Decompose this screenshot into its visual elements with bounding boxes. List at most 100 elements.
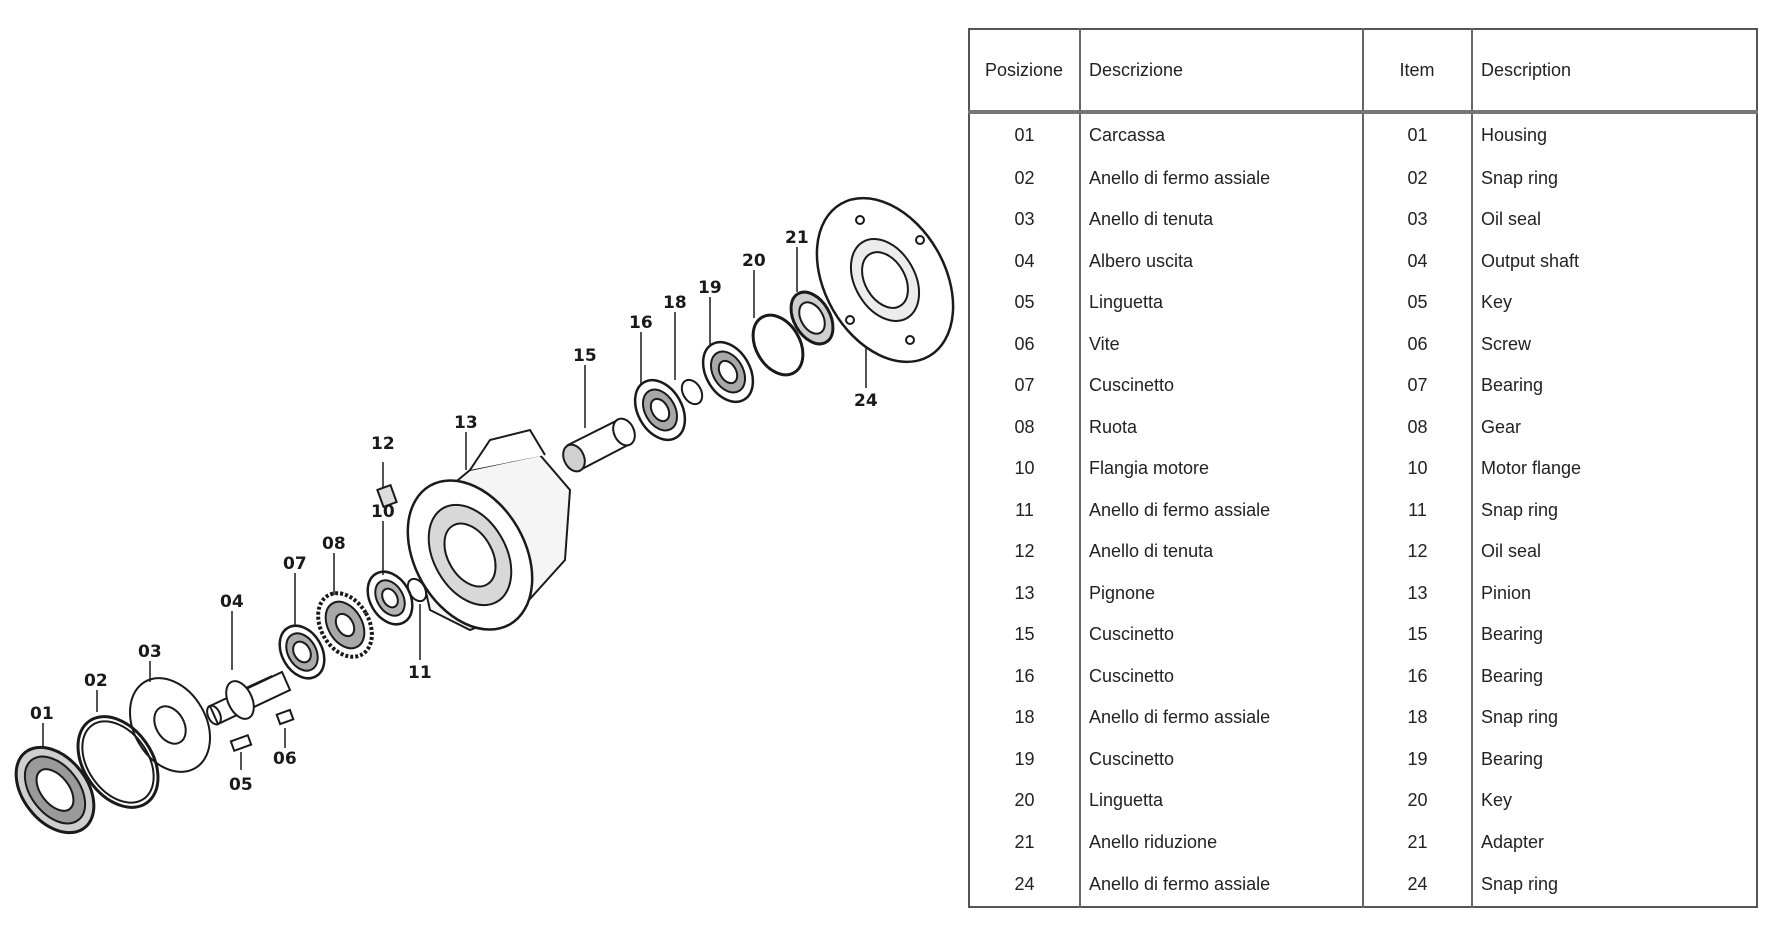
- cell-description: Bearing: [1481, 665, 1544, 686]
- cell-posizione: 20: [969, 780, 1081, 822]
- cell-description: Bearing: [1481, 624, 1544, 645]
- part-15-bearing: [633, 378, 687, 442]
- cell-descrizione: Anello di tenuta: [1080, 531, 1364, 573]
- cell-item: 20: [1363, 780, 1473, 822]
- label-18: 11: [408, 663, 432, 683]
- label-01: 13: [454, 413, 478, 433]
- cell-item: 16: [1363, 655, 1473, 698]
- cell-posizione: 03: [969, 199, 1081, 241]
- cell-description: Bearing: [1481, 375, 1544, 396]
- label-05: 05: [229, 775, 253, 795]
- cell-description: Gear: [1481, 416, 1522, 437]
- cell-description: Adapter: [1481, 831, 1545, 852]
- cell-posizione: 16: [969, 655, 1081, 698]
- label-12: 21: [785, 228, 809, 248]
- label-02: 02: [84, 671, 108, 691]
- cell-item: 24: [1363, 863, 1473, 907]
- cell-description: Oil seal: [1481, 541, 1542, 562]
- part-01-housing: [406, 428, 572, 632]
- part-21-adapter: [129, 677, 211, 773]
- cell-item: 07: [1363, 365, 1473, 407]
- cell-posizione: 15: [969, 614, 1081, 656]
- part-12-oil-seal: [789, 290, 835, 346]
- label-07: 07: [283, 554, 307, 574]
- cell-posizione: 13: [969, 572, 1081, 615]
- cell-item: 21: [1363, 821, 1473, 864]
- cell-descrizione: Anello di fermo assiale: [1080, 489, 1364, 532]
- cell-descrizione: Cuscinetto: [1080, 738, 1364, 781]
- cell-descrizione: Ruota: [1080, 406, 1364, 449]
- cell-posizione: 05: [969, 282, 1081, 324]
- label-03: 01: [30, 704, 54, 724]
- cell-descrizione: Anello di fermo assiale: [1080, 157, 1364, 199]
- label-16: 19: [698, 278, 722, 298]
- label-13: 15: [573, 346, 597, 366]
- cell-descrizione: Anello di fermo assiale: [1080, 697, 1364, 739]
- header-description: Description: [1472, 29, 1757, 114]
- cell-posizione: 04: [969, 240, 1081, 283]
- part-16-bearing: [701, 340, 755, 404]
- cell-item: 08: [1363, 406, 1473, 449]
- label-19: 10: [371, 502, 395, 522]
- part-06-screw: [376, 483, 398, 509]
- part-05-key: [229, 733, 253, 753]
- cell-item: 05: [1363, 282, 1473, 324]
- cell-posizione: 06: [969, 323, 1081, 366]
- part-20-key: [275, 708, 295, 726]
- cell-item: 03: [1363, 199, 1473, 241]
- cell-item: 13: [1363, 572, 1473, 615]
- cell-posizione: 18: [969, 697, 1081, 739]
- cell-descrizione: Pignone: [1080, 572, 1364, 615]
- cell-descrizione: Cuscinetto: [1080, 365, 1364, 407]
- part-10-motor-flange: [815, 196, 955, 364]
- cell-description: Snap ring: [1481, 707, 1559, 728]
- cell-description: Snap ring: [1481, 874, 1559, 895]
- cell-descrizione: Carcassa: [1080, 112, 1364, 158]
- part-08-gear: [316, 591, 374, 659]
- label-21: 03: [138, 642, 162, 662]
- cell-descrizione: Cuscinetto: [1080, 614, 1364, 656]
- label-08: 08: [322, 534, 346, 554]
- cell-description: Output shaft: [1481, 250, 1580, 271]
- part-19-bearing: [366, 570, 414, 626]
- label-06: 12: [371, 434, 395, 454]
- part-11-snap-ring: [751, 313, 805, 377]
- cell-posizione: 01: [969, 112, 1081, 158]
- cell-descrizione: Flangia motore: [1080, 448, 1364, 490]
- cell-description: Bearing: [1481, 748, 1544, 769]
- part-24-snap-ring: [680, 378, 704, 406]
- header-descrizione: Descrizione: [1080, 29, 1364, 114]
- table-header-row: Posizione Descrizione Item Description: [969, 29, 1757, 114]
- cell-description: Snap ring: [1481, 167, 1559, 188]
- cell-item: 06: [1363, 323, 1473, 366]
- cell-item: 01: [1363, 112, 1473, 158]
- part-02-snap-ring: [76, 715, 160, 809]
- cell-posizione: 19: [969, 738, 1081, 781]
- cell-posizione: 10: [969, 448, 1081, 490]
- label-15: 16: [629, 313, 653, 333]
- cell-item: 18: [1363, 697, 1473, 739]
- cell-item: 11: [1363, 489, 1473, 532]
- part-03-oil-seal: [14, 745, 96, 835]
- cell-description: Snap ring: [1481, 499, 1559, 520]
- cell-item: 19: [1363, 738, 1473, 781]
- cell-descrizione: Cuscinetto: [1080, 655, 1364, 698]
- cell-item: 04: [1363, 240, 1473, 283]
- cell-description: Oil seal: [1481, 209, 1542, 230]
- part-07-bearing: [278, 624, 326, 680]
- cell-description: Housing: [1481, 125, 1548, 146]
- header-item: Item: [1363, 29, 1473, 114]
- cell-descrizione: Vite: [1080, 323, 1364, 366]
- label-11: 20: [742, 251, 766, 271]
- cell-descrizione: Anello riduzione: [1080, 821, 1364, 864]
- parts-list-table: Posizione Descrizione Item Description 0…: [968, 28, 1758, 908]
